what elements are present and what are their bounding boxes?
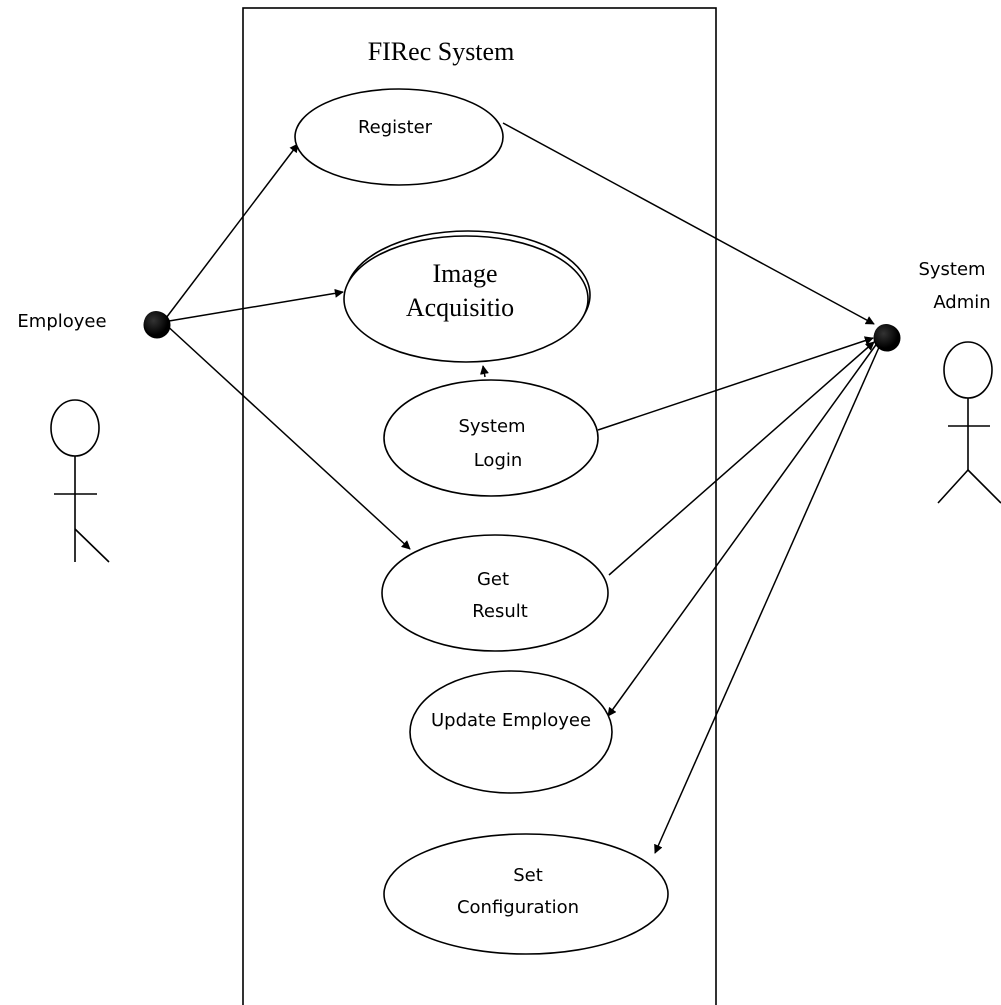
assoc-login-image-acquisition xyxy=(480,365,489,378)
use-case-system-login[interactable]: System Login xyxy=(383,379,599,497)
assoc-employee-get-result xyxy=(162,321,411,550)
use-case-set-configuration[interactable]: Set Configuration xyxy=(383,833,669,955)
use-case-update-employee-label: Update Employee xyxy=(431,710,591,731)
admin-associations xyxy=(502,122,881,854)
system-boundary xyxy=(242,7,717,1005)
system-title: FIRec System xyxy=(368,37,515,66)
use-case-image-acquisition-label-2: Acquisitio xyxy=(406,293,514,322)
use-case-image-acquisition-label-1: Image xyxy=(433,259,498,288)
assoc-employee-register xyxy=(162,143,299,323)
use-case-get-result-label-2: Result xyxy=(472,601,528,622)
actor-employee[interactable]: Employee xyxy=(17,311,171,563)
use-case-system-login-label-1: System xyxy=(458,416,525,437)
actor-system-admin[interactable]: System Admin xyxy=(873,259,1001,504)
assoc-login-admin xyxy=(597,336,874,431)
assoc-admin-set-configuration xyxy=(654,344,881,854)
actor-admin-label-1: System xyxy=(918,259,985,280)
assoc-register-admin xyxy=(502,122,875,325)
use-case-register-label: Register xyxy=(358,117,433,138)
use-case-set-configuration-label-1: Set xyxy=(513,865,543,886)
actor-employee-label: Employee xyxy=(17,311,106,332)
use-case-update-employee[interactable]: Update Employee xyxy=(409,670,613,794)
use-case-get-result-label-1: Get xyxy=(477,569,509,590)
use-case-get-result[interactable]: Get Result xyxy=(381,534,609,652)
use-case-system-login-label-2: Login xyxy=(474,450,523,471)
use-case-register[interactable]: Register xyxy=(294,88,504,186)
use-case-image-acquisition[interactable]: Image Acquisitio xyxy=(343,230,591,363)
actor-admin-label-2: Admin xyxy=(933,292,990,313)
employee-associations xyxy=(162,143,411,550)
use-case-set-configuration-label-2: Configuration xyxy=(457,897,579,918)
assoc-admin-update-employee xyxy=(607,341,879,717)
employee-stick-figure-icon xyxy=(50,399,110,563)
assoc-result-admin xyxy=(608,341,875,576)
assoc-employee-image-acquisition xyxy=(162,288,344,323)
admin-stick-figure-icon xyxy=(937,341,1001,504)
